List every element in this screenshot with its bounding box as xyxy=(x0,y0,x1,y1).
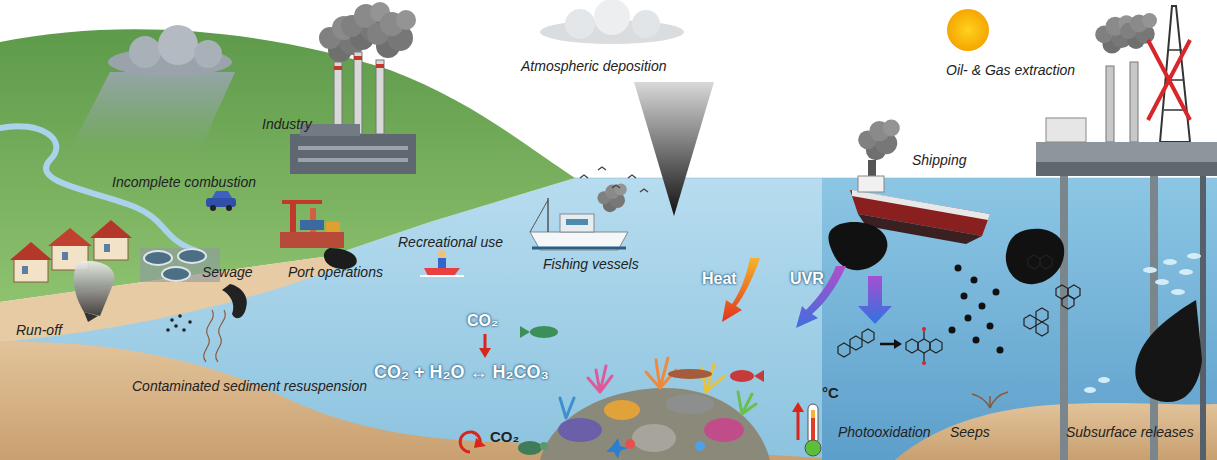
source-label: Port operations xyxy=(288,264,383,280)
stressor-label: UVR xyxy=(790,270,824,288)
equation-label: CO₂ + H₂O ↔ H₂CO₃ xyxy=(374,362,549,383)
source-label: Recreational use xyxy=(398,234,503,250)
source-label: Shipping xyxy=(912,152,967,168)
source-label: Fishing vessels xyxy=(543,256,639,272)
chemical-label: CO₂ xyxy=(490,428,519,445)
process-label: Contaminated sediment resuspension xyxy=(132,378,367,394)
stressor-label: Heat xyxy=(702,270,737,288)
source-label: Run-off xyxy=(16,322,62,338)
source-label: Incomplete combustion xyxy=(112,174,256,190)
source-label: Atmospheric deposition xyxy=(521,58,667,74)
source-label: Sewage xyxy=(202,264,253,280)
source-label: Subsurface releases xyxy=(1066,424,1194,440)
source-label: Industry xyxy=(262,116,312,132)
source-label: Seeps xyxy=(950,424,990,440)
chemical-label: CO₂ xyxy=(467,312,498,330)
unit-label: °C xyxy=(822,384,839,401)
source-label: Oil- & Gas extraction xyxy=(946,62,1075,78)
process-label: Photooxidation xyxy=(838,424,931,440)
